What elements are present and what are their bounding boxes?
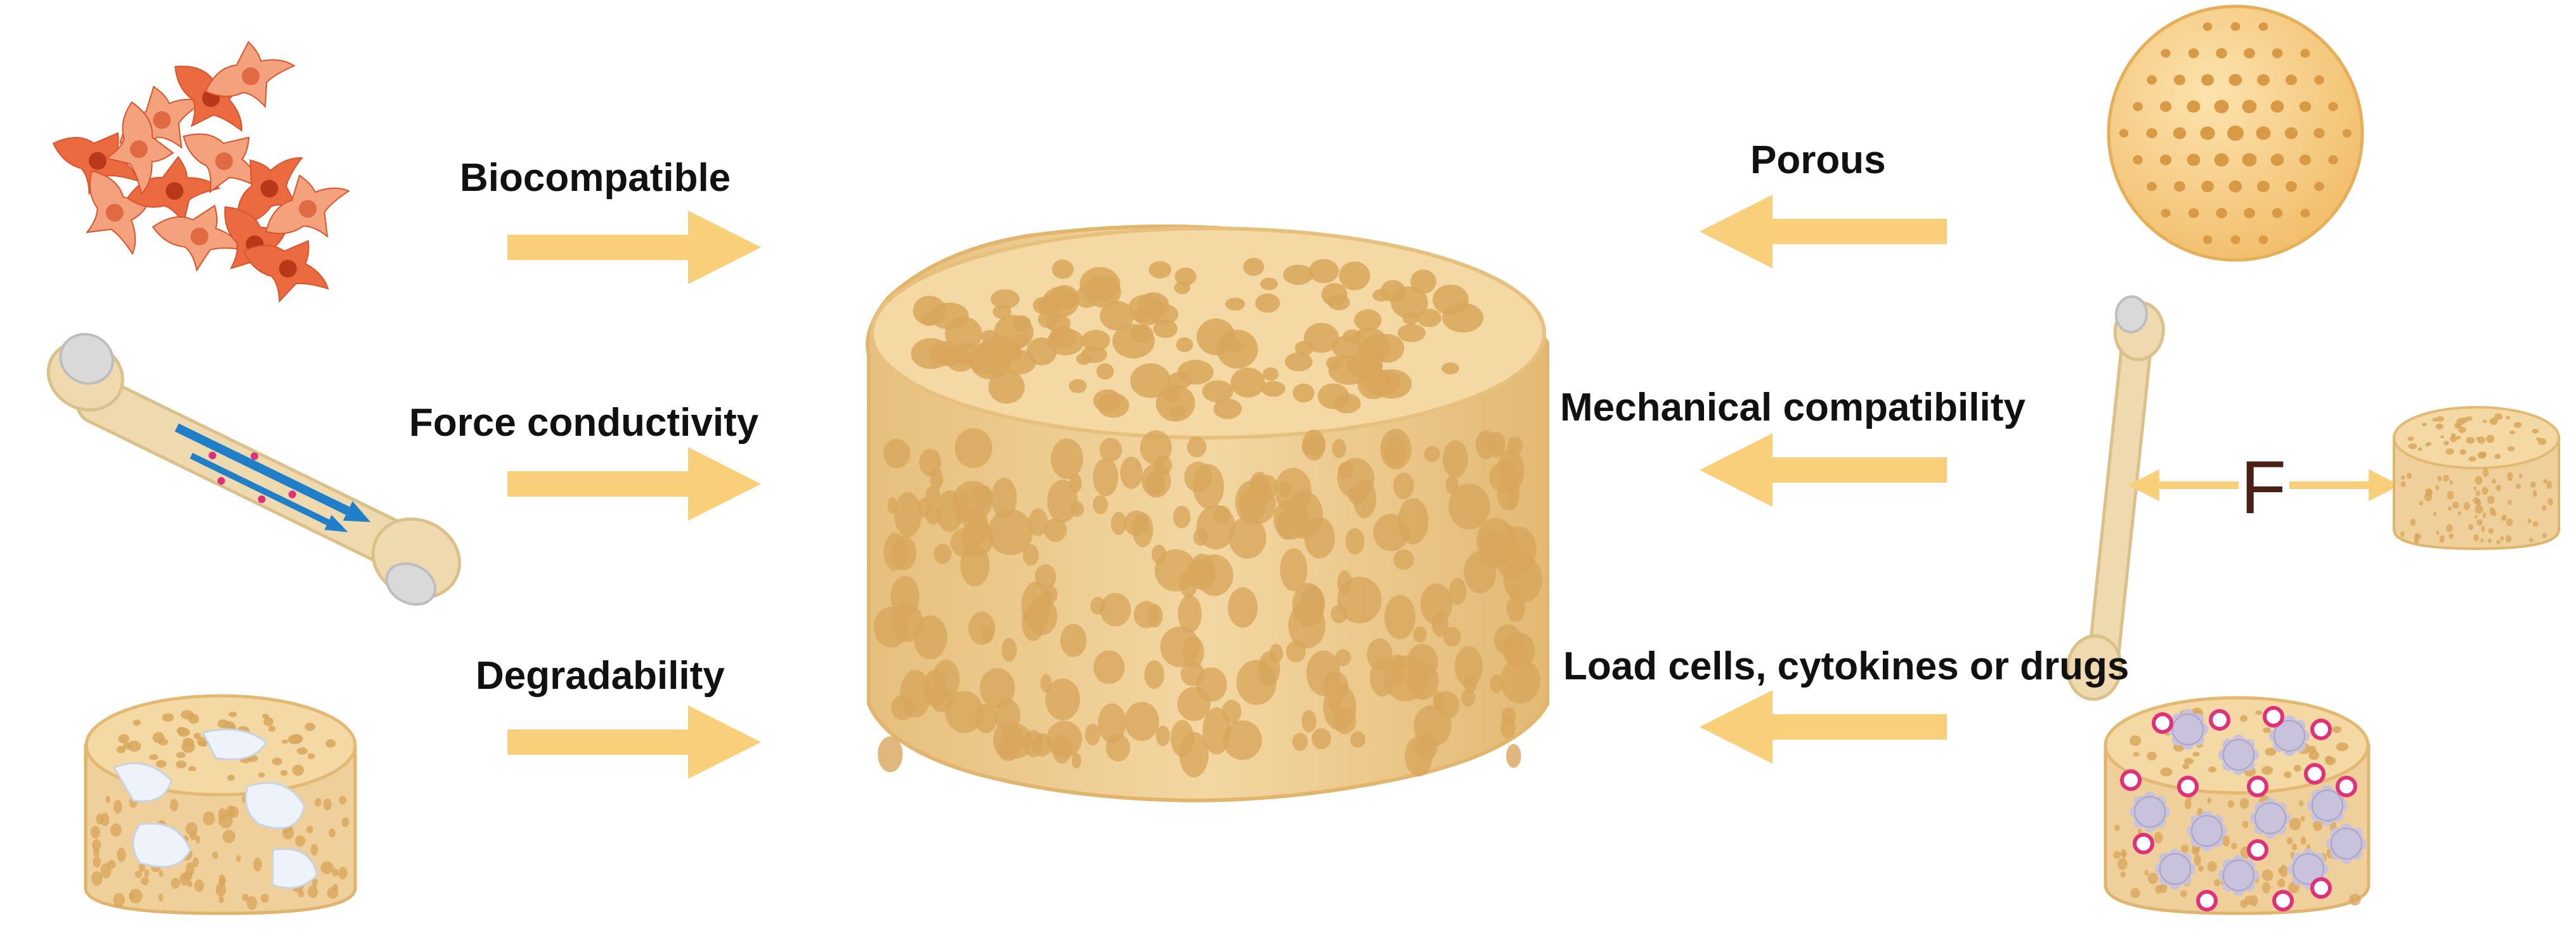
arrow-force-conductivity — [507, 447, 761, 521]
arrow-degradability — [507, 705, 761, 779]
scaffold-pores-side — [873, 428, 1543, 778]
label-load-cells: Load cells, cytokines or drugs — [1563, 644, 2130, 688]
label-force-conductivity: Force conductivity — [409, 401, 759, 445]
bone-force-flow-icon — [46, 332, 462, 606]
label-mechanical-compatibility: Mechanical compatibility — [1560, 386, 2026, 429]
arrow-porous — [1700, 195, 1947, 268]
label-degradability: Degradability — [476, 654, 725, 698]
flow-arrows — [174, 423, 371, 532]
degrading-scaffold-icon — [84, 694, 357, 915]
arrow-load-cells — [1700, 690, 1947, 764]
bone-icon — [2065, 295, 2165, 701]
arrow-mechanical-compatibility — [1700, 433, 1947, 507]
loaded-scaffold-icon — [2104, 696, 2371, 915]
label-biocompatible: Biocompatible — [460, 156, 731, 200]
small-scaffold-icon — [2393, 406, 2560, 551]
scaffold-pores-top — [911, 258, 1484, 422]
central-scaffold-icon — [866, 224, 1549, 803]
label-porous: Porous — [1750, 138, 1886, 182]
force-symbol: F — [2241, 446, 2287, 530]
cells-icon — [52, 41, 351, 303]
porous-sphere-icon — [2107, 4, 2364, 262]
force-double-arrow — [2128, 469, 2400, 501]
arrow-biocompatible — [507, 211, 761, 284]
